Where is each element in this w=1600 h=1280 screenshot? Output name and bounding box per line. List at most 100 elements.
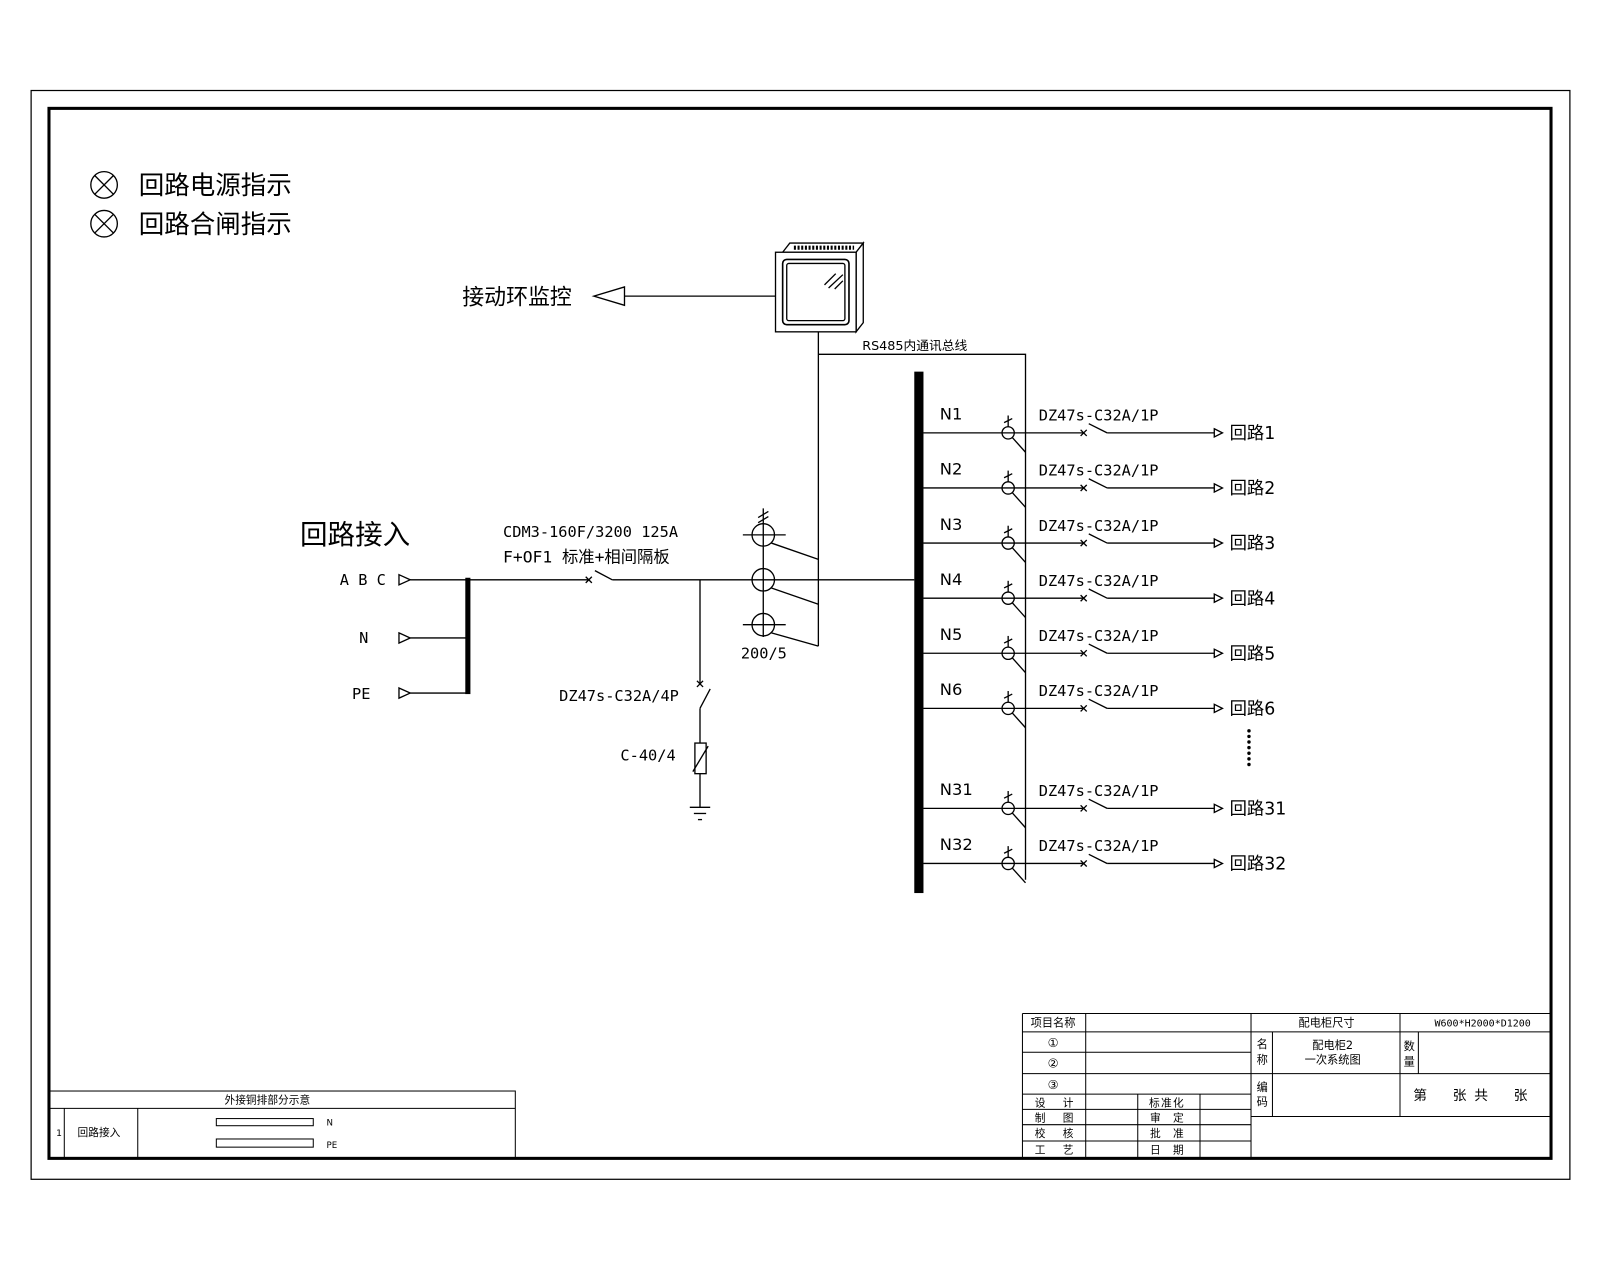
branch-output-arrow-icon xyxy=(1213,593,1224,604)
branch-current-sensor-icon xyxy=(1001,470,1027,508)
name-label-char-2: 称 xyxy=(1257,1052,1268,1066)
sensor-bus-link xyxy=(1011,437,1027,453)
sensor-coil xyxy=(1001,481,1015,495)
spd-breaker-model: DZ47s-C32A/4P xyxy=(559,687,679,705)
branch-output-arrow-icon xyxy=(1213,482,1224,494)
main-breaker-icon xyxy=(585,570,613,584)
breaker-contact-mark xyxy=(1080,704,1088,712)
sensor-lead-mark xyxy=(1003,528,1013,534)
branch-breaker-icon xyxy=(1080,643,1108,657)
legend-label: 回路合闸指示 xyxy=(139,210,292,240)
sensor-bus-link xyxy=(1011,547,1027,563)
indicator-lamp-icon xyxy=(90,170,119,199)
role-approval: 审 定 xyxy=(1150,1112,1184,1125)
branch-breaker-icon xyxy=(1080,588,1108,602)
name-label-char-1: 名 xyxy=(1257,1037,1268,1051)
branch-breaker-model: DZ47s-C32A/1P xyxy=(1039,407,1159,425)
sensor-lead-mark xyxy=(1003,693,1013,699)
branch-breaker-model: DZ47s-C32A/1P xyxy=(1039,462,1159,480)
branch-breaker-icon xyxy=(1080,478,1108,492)
branch-breaker-icon xyxy=(1080,423,1108,437)
breaker-contact-mark xyxy=(1080,484,1088,492)
drawing-name-line-1: 配电柜2 xyxy=(1312,1039,1353,1052)
branch-output-arrow-icon xyxy=(1213,427,1224,439)
busbar-n-bar xyxy=(215,1118,314,1127)
branch-output-arrow-icon xyxy=(1213,537,1224,549)
branch-circuit-label: 回路31 xyxy=(1230,799,1287,819)
sensor-bus-link xyxy=(1011,602,1027,618)
branch-circuit-label: 回路1 xyxy=(1230,424,1276,444)
sensor-bus-link xyxy=(1011,867,1027,884)
branch-circuit-label: 回路2 xyxy=(1230,479,1276,499)
code-label-char-1: 编 xyxy=(1257,1080,1268,1094)
branch-current-sensor-icon xyxy=(1001,846,1027,884)
touch-screen-icon xyxy=(774,241,865,334)
branch-current-sensor-icon xyxy=(1001,415,1027,453)
busbar-pe-bar xyxy=(215,1138,314,1148)
monitoring-uplink: 接动环监控 xyxy=(462,285,776,310)
quantity-label-char-1: 数 xyxy=(1404,1040,1415,1053)
ct-ratio: 200/5 xyxy=(741,644,787,662)
legend-item-closing-indicator: 回路合闸指示 xyxy=(90,209,292,240)
breaker-blade xyxy=(1088,423,1108,434)
ct-icon xyxy=(751,567,819,605)
revision-3: ③ xyxy=(1048,1078,1059,1092)
breaker-blade xyxy=(1088,533,1108,544)
legend: 回路电源指示 回路合闸指示 xyxy=(90,170,292,240)
title-block: 项目名称 ① ② ③ 设 计 标准化 制 图 审 定 校 核 批 准 工 艺 日… xyxy=(1021,1012,1552,1159)
terminal-arrow-icon xyxy=(398,631,412,645)
terminal-arrow-icon xyxy=(398,573,412,586)
branch-output-arrow-icon xyxy=(1213,648,1224,659)
branch-neutral-label: N4 xyxy=(940,570,963,589)
breaker-contact-mark xyxy=(1080,594,1088,602)
incoming-terminal-bar xyxy=(465,577,471,695)
breaker-blade xyxy=(1088,853,1108,865)
busbar-n-label: N xyxy=(327,1119,333,1129)
branch-circuit-label: 回路6 xyxy=(1230,699,1276,719)
surge-protection-branch: DZ47s-C32A/4P C-40/4 xyxy=(559,579,711,821)
spd-breaker-icon xyxy=(696,680,711,709)
branch-neutral-label: N6 xyxy=(940,680,963,699)
role-authorize: 批 准 xyxy=(1150,1127,1184,1140)
sensor-lead-mark xyxy=(1003,638,1013,644)
branch-current-sensor-icon xyxy=(1001,791,1027,829)
code-label-char-2: 码 xyxy=(1257,1095,1268,1108)
branch-breaker-model: DZ47s-C32A/1P xyxy=(1039,572,1159,590)
branch-neutral-label: N31 xyxy=(940,780,973,799)
breaker-blade xyxy=(1088,478,1108,489)
sensor-bus-link xyxy=(1011,492,1027,508)
branch-breaker-model: DZ47s-C32A/1P xyxy=(1039,627,1159,645)
sensor-bus-link xyxy=(1011,712,1027,729)
busbar-row-name: 回路接入 xyxy=(78,1126,121,1139)
branch-circuit-label: 回路5 xyxy=(1230,644,1276,664)
hmi-monitor xyxy=(774,241,865,334)
branch-breaker-icon xyxy=(1080,798,1108,812)
revision-2: ② xyxy=(1048,1057,1059,1071)
branch-current-sensor-icon xyxy=(1001,635,1027,674)
branch-output-arrow-icon xyxy=(1213,803,1224,814)
quantity-label-char-2: 量 xyxy=(1404,1056,1415,1069)
role-check: 校 核 xyxy=(1035,1127,1074,1140)
legend-label: 回路电源指示 xyxy=(139,171,292,201)
rs485-bus: RS485内通讯总线 xyxy=(817,331,1027,880)
sensor-bus-link xyxy=(1011,812,1027,829)
breaker-contact-mark xyxy=(1080,649,1088,657)
sensor-coil xyxy=(1001,701,1015,716)
sensor-coil xyxy=(1001,646,1015,661)
branch-neutral-label: N3 xyxy=(940,515,963,534)
role-date: 日 期 xyxy=(1150,1143,1184,1156)
branch-current-sensor-icon xyxy=(1001,525,1027,563)
outer-frame xyxy=(30,89,1571,1180)
breaker-blade xyxy=(1088,643,1108,654)
sensor-coil xyxy=(1001,426,1015,440)
branch-breaker-model: DZ47s-C32A/1P xyxy=(1039,517,1159,535)
breaker-contact-mark xyxy=(1080,429,1088,437)
busbar-table: 外接铜排部分示意 1 回路接入 N PE xyxy=(48,1090,516,1159)
